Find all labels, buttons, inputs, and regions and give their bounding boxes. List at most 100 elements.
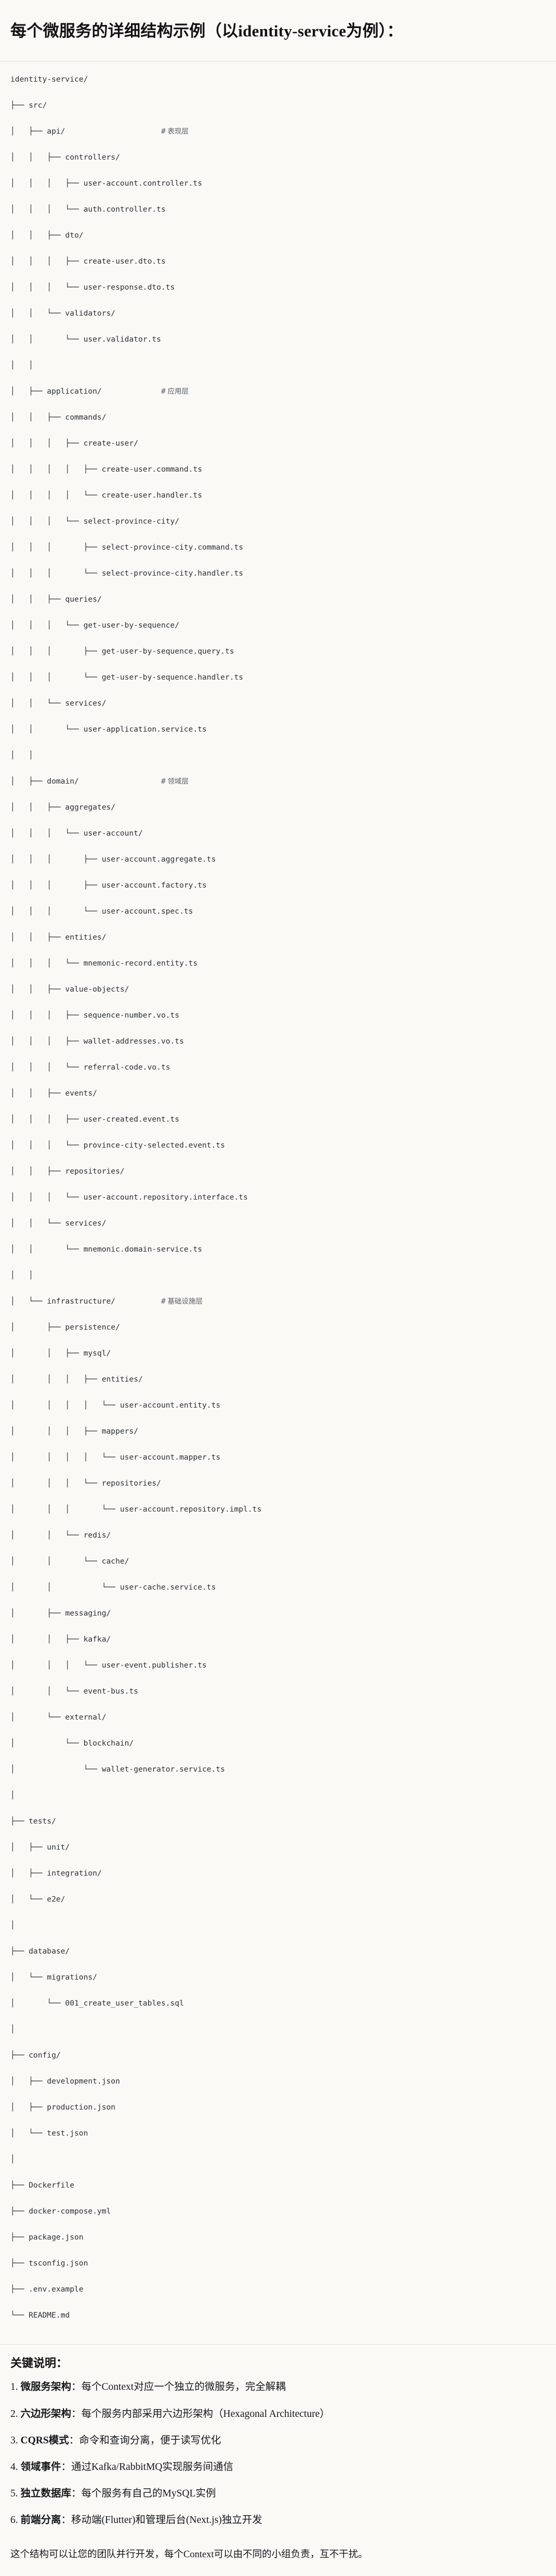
tree-row: │ │ └── user-cache.service.ts bbox=[10, 1581, 546, 1594]
tree-row: │ │ │ └── user-account.repository.impl.t… bbox=[10, 1503, 546, 1516]
tree-row-label: │ │ ├── kafka/ bbox=[10, 1635, 111, 1644]
tree-row-label: │ │ bbox=[10, 751, 33, 760]
key-note-label: 领域事件 bbox=[21, 2462, 61, 2473]
tree-row-label: │ ├── api/ bbox=[10, 127, 65, 136]
tree-row: ├── tests/ bbox=[10, 1815, 546, 1828]
tree-row: ├── docker-compose.yml bbox=[10, 2205, 546, 2218]
tree-row-label: │ │ │ └── referral-code.vo.ts bbox=[10, 1063, 170, 1072]
tree-row: │ │ │ ├── create-user/ bbox=[10, 437, 546, 450]
key-note-item: 2. 六边形架构：每个服务内部采用六边形架构（Hexagonal Archite… bbox=[10, 2406, 546, 2422]
tree-row: │ ├── production.json bbox=[10, 2101, 546, 2114]
tree-row: │ │ bbox=[10, 359, 546, 372]
tree-row-label: │ │ └── validators/ bbox=[10, 309, 115, 318]
key-note-label: 前端分离 bbox=[21, 2515, 61, 2526]
tree-row: │ │ │ ├── mappers/ bbox=[10, 1425, 546, 1438]
tree-row-label: │ │ └── event-bus.ts bbox=[10, 1687, 138, 1696]
tree-row-label: │ │ │ └── user-response.dto.ts bbox=[10, 283, 175, 292]
tree-row: │ ├── domain/ # 领域层 bbox=[10, 775, 546, 788]
tree-row: ├── database/ bbox=[10, 1945, 546, 1958]
tree-row-label: ├── src/ bbox=[10, 101, 47, 110]
tree-row: │ │ │ ├── user-created.event.ts bbox=[10, 1113, 546, 1126]
hash-icon: # bbox=[161, 127, 166, 136]
tree-row: │ │ │ └── user-event.publisher.ts bbox=[10, 1659, 546, 1672]
key-note-text: ：每个服务内部采用六边形架构（Hexagonal Architecture） bbox=[71, 2409, 330, 2419]
tree-row: │ │ │ └── get-user-by-sequence.handler.t… bbox=[10, 671, 546, 684]
tree-row: │ │ │ └── select-province-city/ bbox=[10, 515, 546, 528]
tree-row: │ │ │ │ └── user-account.mapper.ts bbox=[10, 1451, 546, 1464]
tree-row-label: │ │ │ ├── get-user-by-sequence.query.ts bbox=[10, 647, 234, 656]
tree-row: ├── package.json bbox=[10, 2231, 546, 2244]
tree-row-comment: # 基础设施层 bbox=[161, 1297, 203, 1305]
tree-row: │ │ │ └── user-account.repository.interf… bbox=[10, 1191, 546, 1204]
tree-row-label: │ │ └── cache/ bbox=[10, 1557, 129, 1566]
tree-row-label: │ │ └── redis/ bbox=[10, 1531, 111, 1540]
tree-row: │ │ │ └── referral-code.vo.ts bbox=[10, 1061, 546, 1074]
tree-row-label: │ │ │ ├── select-province-city.command.t… bbox=[10, 543, 243, 552]
tree-row-label: │ │ │ └── user-account/ bbox=[10, 829, 143, 838]
tree-row: │ │ └── services/ bbox=[10, 697, 546, 710]
tree-row: └── README.md bbox=[10, 2309, 546, 2322]
tree-row-label: │ │ ├── dto/ bbox=[10, 231, 84, 240]
tree-row: │ └── 001_create_user_tables.sql bbox=[10, 1997, 546, 2010]
tree-row: │ │ ├── events/ bbox=[10, 1087, 546, 1100]
tree-row-label: │ │ bbox=[10, 1271, 33, 1280]
tree-row-spacer bbox=[115, 1297, 161, 1306]
tree-row-label: ├── docker-compose.yml bbox=[10, 2207, 111, 2216]
tree-row-label: │ ├── production.json bbox=[10, 2103, 115, 2112]
tree-row: │ │ ├── repositories/ bbox=[10, 1165, 546, 1178]
tree-row-label: │ │ ├── commands/ bbox=[10, 413, 107, 422]
tree-row-label: │ │ │ ├── sequence-number.vo.ts bbox=[10, 1011, 179, 1020]
key-note-label: 微服务架构 bbox=[21, 2382, 72, 2392]
tree-row: │ │ │ ├── wallet-addresses.vo.ts bbox=[10, 1035, 546, 1048]
tree-row-label: │ │ │ ├── mappers/ bbox=[10, 1427, 138, 1436]
tree-row-label: │ │ │ │ └── create-user.handler.ts bbox=[10, 491, 202, 500]
tree-row-spacer bbox=[79, 777, 161, 786]
tree-row: ├── .env.example bbox=[10, 2283, 546, 2296]
tree-row: │ └── blockchain/ bbox=[10, 1737, 546, 1750]
tree-row-label: │ │ │ ├── create-user.dto.ts bbox=[10, 257, 166, 266]
tree-row-label: │ │ │ │ ├── create-user.command.ts bbox=[10, 465, 202, 474]
tree-row-label: │ │ bbox=[10, 361, 33, 370]
tree-row: │ └── infrastructure/ # 基础设施层 bbox=[10, 1295, 546, 1308]
tree-row-label: │ └── external/ bbox=[10, 1713, 107, 1722]
closing-paragraph: 这个结构可以让您的团队并行开发，每个Context可以由不同的小组负责，互不干扰… bbox=[0, 2544, 556, 2576]
tree-row-label: │ │ ├── queries/ bbox=[10, 595, 102, 604]
tree-row: │ └── test.json bbox=[10, 2127, 546, 2140]
tree-row-label: │ └── test.json bbox=[10, 2129, 88, 2138]
tree-row: │ ├── persistence/ bbox=[10, 1321, 546, 1334]
tree-row-label: │ │ │ ├── user-account.aggregate.ts bbox=[10, 855, 216, 864]
tree-row-label: identity-service/ bbox=[10, 75, 88, 84]
key-note-number: 4. bbox=[10, 2462, 21, 2473]
tree-row-label: │ │ ├── value-objects/ bbox=[10, 985, 129, 994]
tree-row-label: ├── database/ bbox=[10, 1947, 70, 1956]
tree-row: │ ├── application/ # 应用层 bbox=[10, 385, 546, 398]
tree-row: │ │ └── validators/ bbox=[10, 307, 546, 320]
tree-row: │ │ │ ├── entities/ bbox=[10, 1373, 546, 1386]
key-note-item: 3. CQRS模式：命令和查询分离，便于读写优化 bbox=[10, 2432, 546, 2449]
key-notes-title: 关键说明： bbox=[10, 2354, 546, 2371]
tree-row-label: ├── config/ bbox=[10, 2051, 61, 2060]
tree-row-label: │ bbox=[10, 2025, 15, 2034]
tree-row: │ │ │ └── select-province-city.handler.t… bbox=[10, 567, 546, 580]
tree-row: │ ├── api/ # 表现层 bbox=[10, 125, 546, 138]
tree-row-label: │ │ ├── events/ bbox=[10, 1089, 97, 1098]
tree-row: │ ├── messaging/ bbox=[10, 1607, 546, 1620]
key-note-label: CQRS模式 bbox=[21, 2435, 69, 2446]
tree-row-label: │ └── 001_create_user_tables.sql bbox=[10, 1999, 184, 2008]
tree-row: │ bbox=[10, 1919, 546, 1932]
tree-row: │ │ │ │ └── create-user.handler.ts bbox=[10, 489, 546, 502]
tree-row-label: │ │ ├── entities/ bbox=[10, 933, 107, 942]
document-page: 每个微服务的详细结构示例（以identity-service为例）： ident… bbox=[0, 11, 556, 2576]
tree-row: │ │ │ │ ├── create-user.command.ts bbox=[10, 463, 546, 476]
tree-row-comment: # 应用层 bbox=[161, 387, 189, 395]
tree-row: │ │ ├── queries/ bbox=[10, 593, 546, 606]
hash-icon: # bbox=[161, 387, 166, 396]
tree-row-label: │ ├── integration/ bbox=[10, 1869, 102, 1878]
key-note-item: 6. 前端分离：移动端(Flutter)和管理后台(Next.js)独立开发 bbox=[10, 2512, 546, 2528]
tree-row-label: │ │ ├── mysql/ bbox=[10, 1349, 111, 1358]
key-note-text: ：移动端(Flutter)和管理后台(Next.js)独立开发 bbox=[61, 2515, 262, 2526]
key-note-item: 5. 独立数据库：每个服务有自己的MySQL实例 bbox=[10, 2486, 546, 2502]
tree-row-label: │ │ │ └── user-event.publisher.ts bbox=[10, 1661, 207, 1670]
tree-row-label: │ │ │ └── get-user-by-sequence/ bbox=[10, 621, 179, 630]
